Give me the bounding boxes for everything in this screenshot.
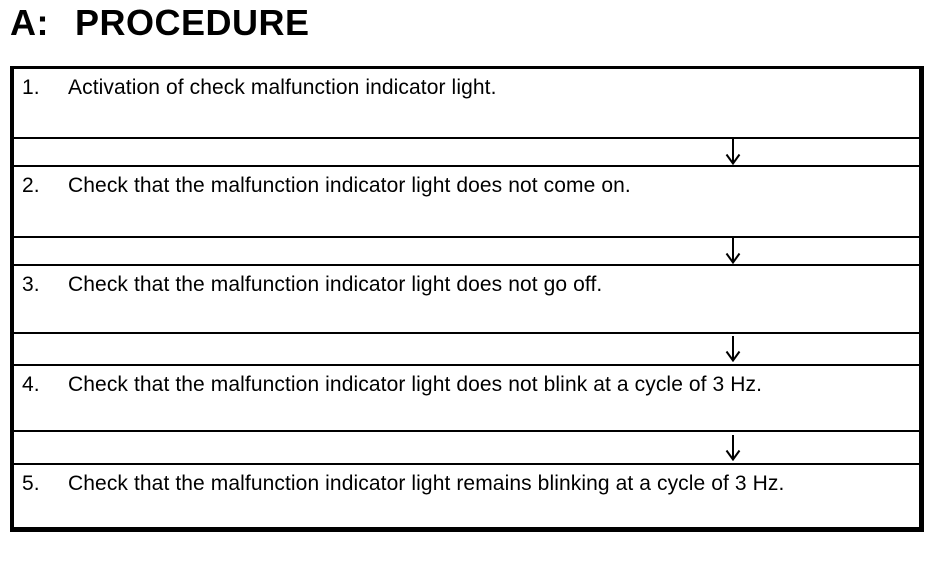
step-number: 2. bbox=[22, 174, 40, 197]
page-title-label: PROCEDURE bbox=[75, 2, 310, 43]
step-number: 4. bbox=[22, 373, 40, 396]
flow-arrow-row-4 bbox=[14, 430, 919, 463]
page-title-prefix: A: bbox=[10, 2, 49, 43]
step-text: Check that the malfunction indicator lig… bbox=[68, 273, 603, 296]
down-arrow-icon bbox=[725, 434, 741, 461]
step-text: Check that the malfunction indicator lig… bbox=[68, 174, 631, 197]
procedure-table: 1. Activation of check malfunction indic… bbox=[10, 66, 924, 532]
step-number: 1. bbox=[22, 76, 40, 99]
step-text: Check that the malfunction indicator lig… bbox=[68, 472, 785, 495]
step-number: 3. bbox=[22, 273, 40, 296]
page-title: A: PROCEDURE bbox=[10, 2, 310, 44]
flow-arrow-row-1 bbox=[14, 137, 919, 165]
step-number: 5. bbox=[22, 472, 40, 495]
flow-arrow-row-2 bbox=[14, 236, 919, 264]
procedure-step-row-5: 5. Check that the malfunction indicator … bbox=[14, 463, 919, 527]
step-text: Check that the malfunction indicator lig… bbox=[68, 373, 763, 396]
down-arrow-icon bbox=[725, 238, 741, 264]
procedure-step-row-4: 4. Check that the malfunction indicator … bbox=[14, 364, 919, 430]
procedure-step-row-2: 2. Check that the malfunction indicator … bbox=[14, 165, 919, 236]
step-text: Activation of check malfunction indicato… bbox=[68, 76, 497, 99]
down-arrow-icon bbox=[725, 139, 741, 165]
down-arrow-icon bbox=[725, 336, 741, 362]
procedure-step-row-1: 1. Activation of check malfunction indic… bbox=[14, 69, 919, 137]
flow-arrow-row-3 bbox=[14, 332, 919, 364]
procedure-step-row-3: 3. Check that the malfunction indicator … bbox=[14, 264, 919, 332]
